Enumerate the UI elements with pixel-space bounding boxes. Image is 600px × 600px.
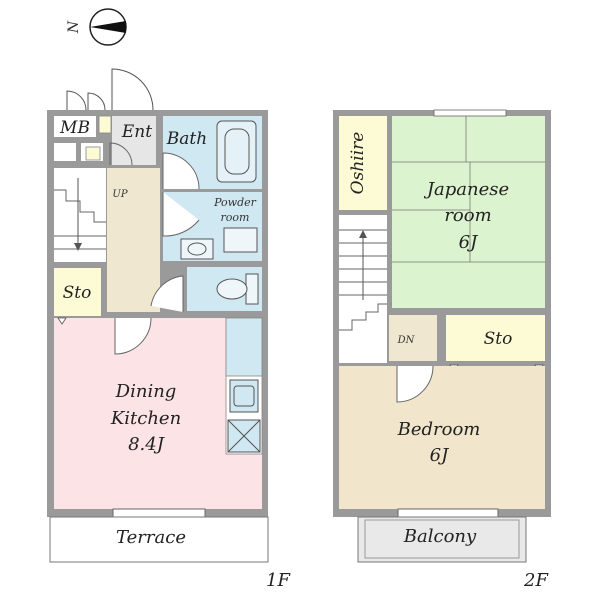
stairs-1f <box>54 168 106 262</box>
mb-label: MB <box>59 118 90 138</box>
bedroom-label-line2: 6J <box>430 445 450 466</box>
floor-2f: Oshiire Japanese room 6J DN <box>333 109 551 591</box>
tatami-lines <box>392 116 545 263</box>
bedroom-label-line1: Bedroom <box>397 419 481 440</box>
terrace-window-icon <box>112 508 206 518</box>
toilet-tank-icon <box>245 273 259 305</box>
powder-room-label-line1: Powder <box>213 196 257 209</box>
bathtub-inner-icon <box>224 128 250 175</box>
bedroom-door-icon <box>396 365 434 403</box>
oshiire-area <box>339 116 387 210</box>
dining-door-icon <box>114 317 152 355</box>
terrace-area <box>49 516 269 563</box>
japanese-room-area <box>392 116 545 308</box>
storage-1f-label: Sto <box>63 283 92 303</box>
kitchen-sink-icon <box>229 379 259 413</box>
entrance-label: Ent <box>121 122 152 142</box>
entrance-inner-door-icon <box>109 142 133 166</box>
oshiire-label: Oshiire <box>348 132 368 195</box>
balcony-rail <box>364 519 520 559</box>
wash-basin-bowl-icon <box>187 242 207 256</box>
storage-2f <box>446 315 545 361</box>
kitchen-cabinet <box>225 317 263 377</box>
stairs-down-label: DN <box>397 335 416 346</box>
bathtub-icon <box>216 120 257 183</box>
mb-door-icon <box>66 90 87 111</box>
compass: N <box>66 8 127 46</box>
compass-needle-icon <box>90 21 126 33</box>
shoe-cabinet-bottom <box>85 146 101 161</box>
bath-label: Bath <box>166 129 207 149</box>
stair-2f-arrow-icon <box>359 230 367 238</box>
bedroom-area <box>339 366 545 509</box>
balcony-area <box>357 516 527 563</box>
landing-area <box>389 315 437 361</box>
japanese-room-label-line1: Japanese <box>423 179 509 200</box>
dining-label-line2: Kitchen <box>110 408 181 429</box>
japanese-room-window-icon <box>433 109 507 117</box>
balcony-window-icon <box>397 508 499 518</box>
toilet-door-icon <box>150 275 184 312</box>
storage-2f-label: Sto <box>484 329 513 349</box>
wash-basin-icon <box>180 238 214 260</box>
japanese-room-label-line3: 6J <box>459 232 479 253</box>
storage-1f <box>54 268 101 316</box>
stair-steps-bottom <box>54 235 106 250</box>
balcony-label: Balcony <box>403 526 477 547</box>
closet-small-left <box>54 143 76 161</box>
powder-room-label-line2: room <box>221 211 250 224</box>
washing-machine-icon <box>223 227 258 253</box>
storage-1f-door-icon <box>57 317 67 325</box>
dining-label-line1: Dining <box>115 381 177 402</box>
stairs-up-label: UP <box>112 189 127 200</box>
hall-area <box>107 168 160 312</box>
mb-door-2-icon <box>87 92 106 111</box>
compass-north-label: N <box>66 20 82 34</box>
entrance-area <box>112 116 156 165</box>
terrace-label: Terrace <box>116 527 186 548</box>
floor-1f: MB Ent UP Sto Bath <box>47 68 291 591</box>
japanese-room-label-line2: room <box>444 205 491 226</box>
entrance-door-icon <box>111 68 154 111</box>
floor1-label: 1F <box>266 570 291 591</box>
kitchen-sink-bowl-icon <box>233 385 255 407</box>
powder-room-door-icon <box>162 192 200 237</box>
shoe-cabinet-top <box>98 115 112 134</box>
bath-door-icon <box>162 152 200 190</box>
stair-steps-top <box>54 189 106 223</box>
floor2-label: 2F <box>523 570 549 591</box>
stove-cross-icon <box>227 419 261 453</box>
stair-arrow-icon <box>74 243 82 251</box>
dining-label-line3: 8.4J <box>128 434 166 455</box>
toilet-bowl-icon <box>216 278 248 300</box>
mb-area <box>54 116 96 137</box>
